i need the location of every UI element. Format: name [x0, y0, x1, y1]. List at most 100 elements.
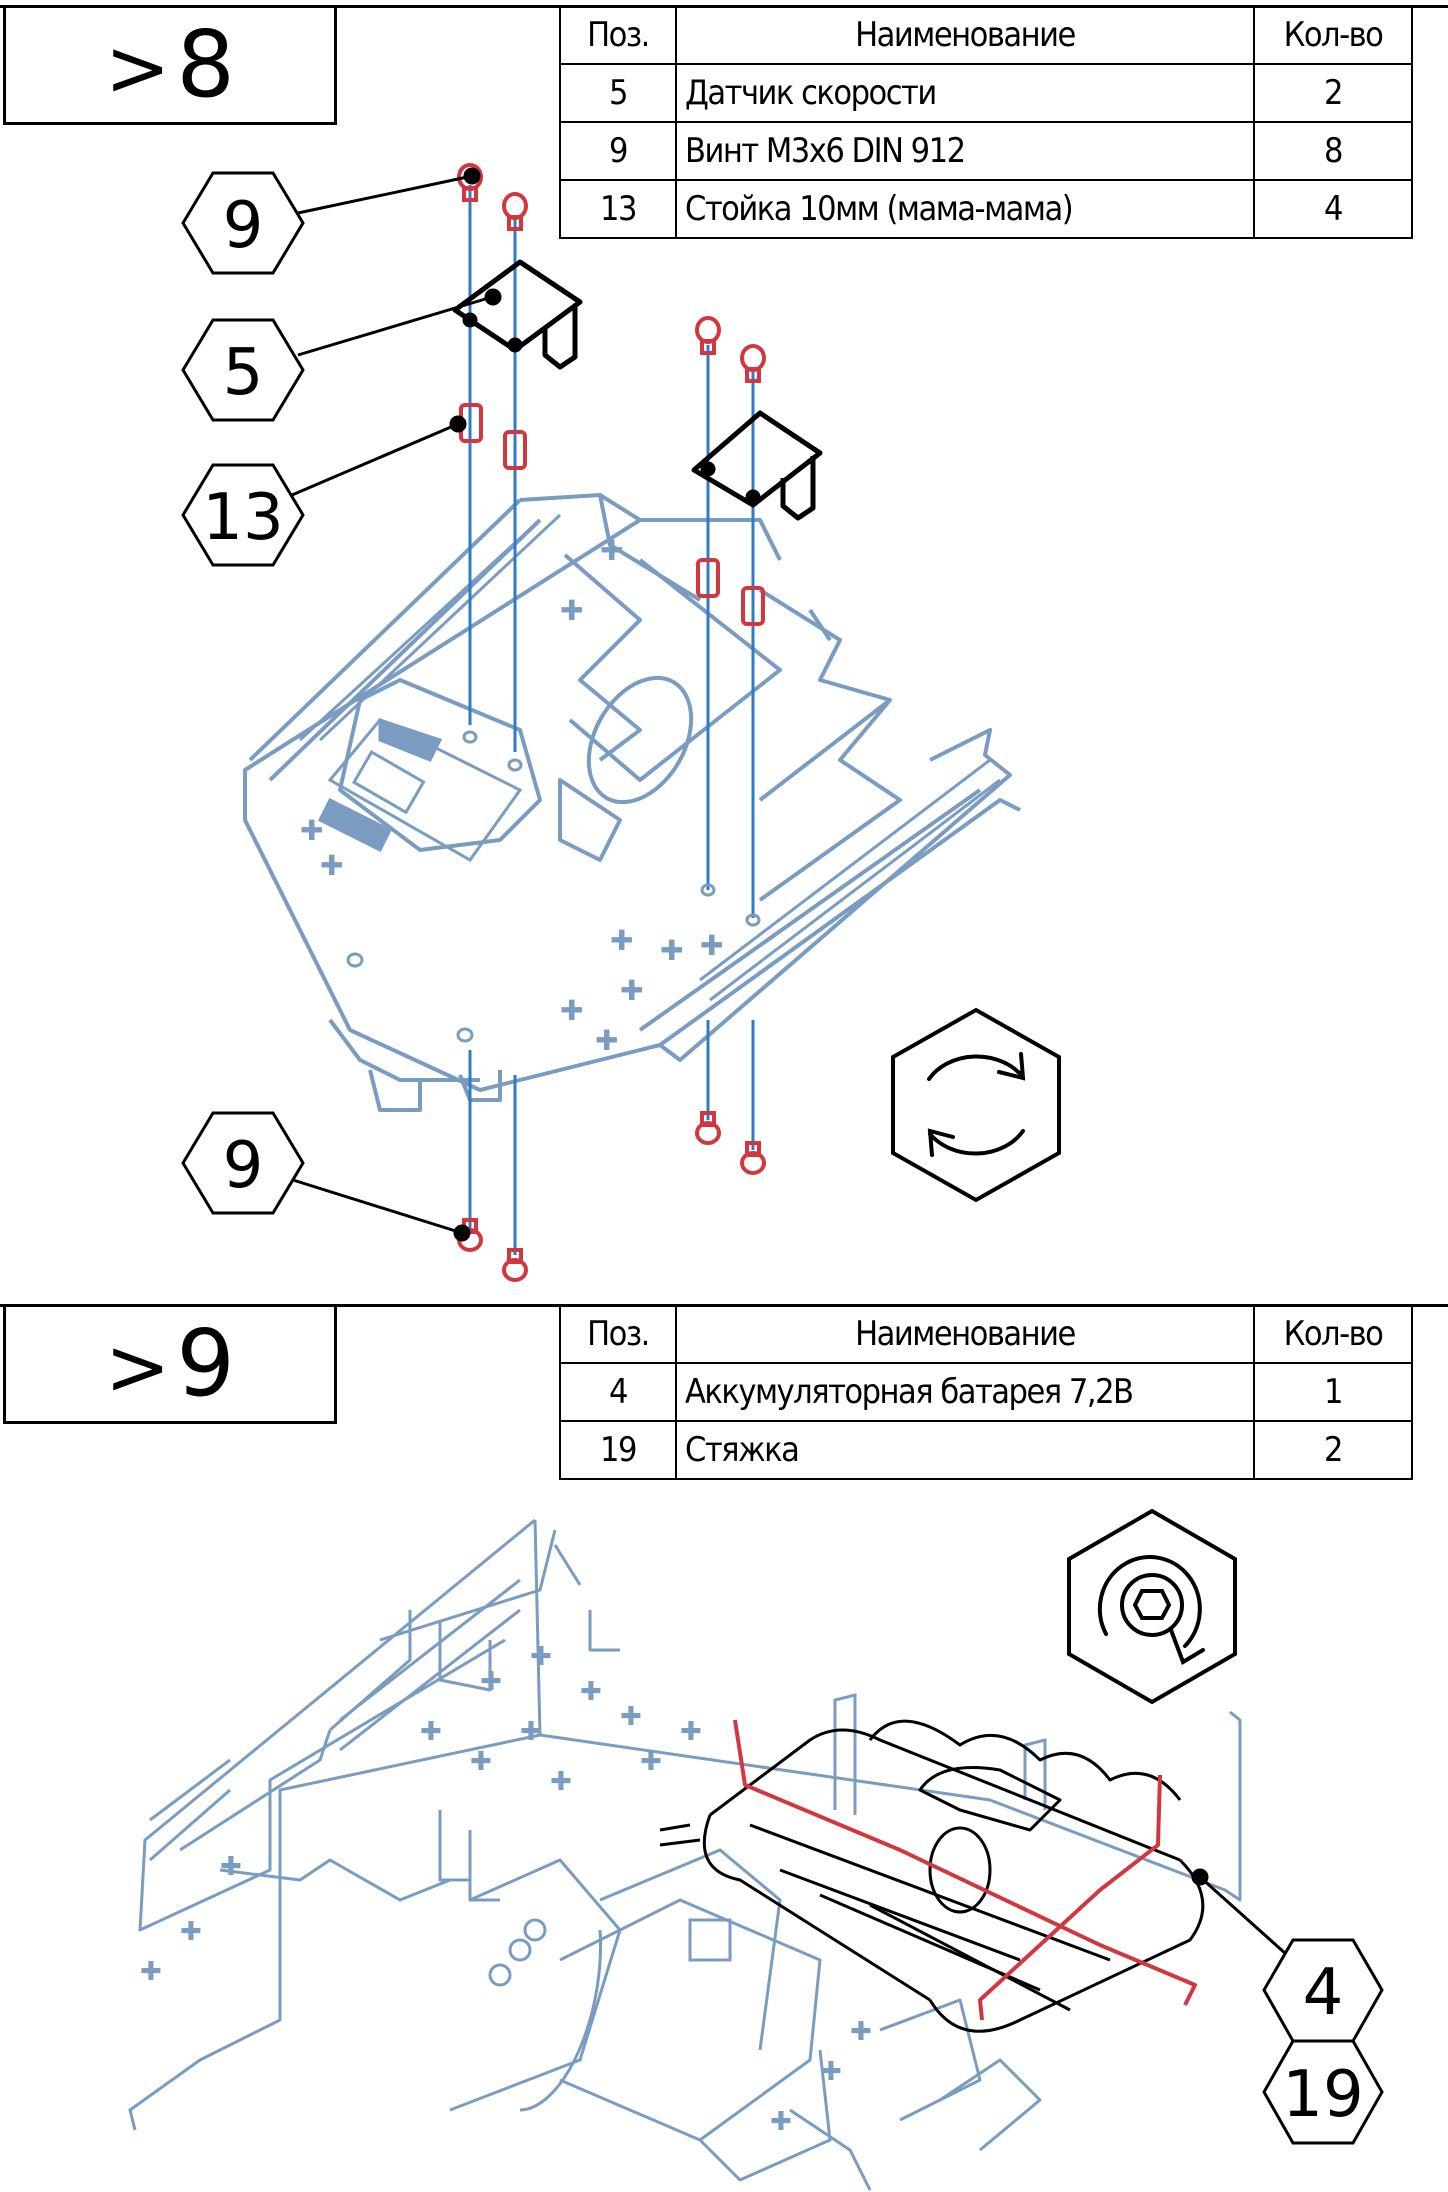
- screw-icon: [740, 1141, 766, 1175]
- screw-icon: [502, 1248, 528, 1282]
- svg-text:✚: ✚: [320, 849, 343, 882]
- step-number-prefix: >: [105, 24, 171, 114]
- callout-leaders: [1191, 1868, 1288, 1956]
- svg-text:✚: ✚: [820, 2057, 842, 2087]
- row-name: Винт М3х6 DIN 912: [675, 121, 1255, 181]
- header-name: Наименование: [675, 1304, 1255, 1364]
- screw-icon: [740, 344, 766, 383]
- svg-text:✚: ✚: [550, 1767, 572, 1797]
- table-header-row: Поз. Наименование Кол-во: [559, 5, 1413, 65]
- svg-text:✚: ✚: [140, 1957, 162, 1987]
- svg-text:✚: ✚: [620, 1702, 642, 1732]
- svg-text:✚: ✚: [640, 1747, 662, 1777]
- standoff-icon: [503, 430, 527, 470]
- header-qty: Кол-во: [1253, 5, 1413, 65]
- battery-pack: [659, 1719, 1205, 2033]
- svg-text:✚: ✚: [770, 2107, 792, 2137]
- row-name: Датчик скорости: [675, 63, 1255, 123]
- callout-position-4: 4: [1262, 1938, 1384, 2043]
- callout-position-9: 9: [181, 171, 305, 275]
- svg-text:✚: ✚: [580, 1677, 602, 1707]
- cable-tie: [733, 1719, 1197, 2021]
- callout-position-5: 5: [181, 318, 305, 422]
- table-row: 5 Датчик скорости 2: [559, 63, 1413, 123]
- header-name: Наименование: [675, 5, 1255, 65]
- callout-position-9: 9: [181, 1111, 305, 1215]
- row-qty: 2: [1253, 1420, 1413, 1480]
- row-pos: 4: [559, 1362, 677, 1422]
- table-row: 9 Винт М3х6 DIN 912 8: [559, 121, 1413, 181]
- row-pos: 9: [559, 121, 677, 181]
- svg-text:✚: ✚: [300, 814, 323, 847]
- row-qty: 2: [1253, 63, 1413, 123]
- row-qty: 8: [1253, 121, 1413, 181]
- svg-text:✚: ✚: [700, 929, 723, 962]
- table-row: 4 Аккумуляторная батарея 7,2В 1: [559, 1362, 1413, 1422]
- chassis-illustration: [128, 1518, 1242, 2191]
- screw-icon: [502, 192, 528, 231]
- svg-text:✚: ✚: [520, 1717, 542, 1747]
- row-pos: 13: [559, 179, 677, 239]
- svg-text:✚: ✚: [560, 594, 583, 627]
- row-qty: 1: [1253, 1362, 1413, 1422]
- table-header-row: Поз. Наименование Кол-во: [559, 1304, 1413, 1364]
- row-pos: 5: [559, 63, 677, 123]
- mount-holes: [346, 730, 761, 1043]
- servo-motor: [488, 1848, 782, 2051]
- standoff-posts: [833, 1693, 1047, 1815]
- chassis-cross-holes: ✚ ✚ ✚ ✚ ✚ ✚ ✚ ✚ ✚ ✚ ✚ ✚ ✚ ✚ ✚ ✚: [140, 1642, 872, 2137]
- svg-text:✚: ✚: [480, 1667, 502, 1697]
- row-name: Стяжка: [675, 1420, 1255, 1480]
- controller-board: [317, 717, 523, 862]
- svg-text:✚: ✚: [420, 1717, 442, 1747]
- step-number: 8: [176, 11, 235, 118]
- step-8-assembly-drawing: ✚ ✚ ✚ ✚ ✚ ✚ ✚ ✚ ✚ ✚: [181, 163, 1061, 1282]
- hex-screw-rotate-icon: [1067, 1508, 1237, 1705]
- speed-sensor: [452, 259, 583, 370]
- step-8-number-box: > 8: [3, 5, 337, 125]
- step-number: 9: [176, 1310, 235, 1417]
- svg-text:✚: ✚: [680, 1717, 702, 1747]
- callout-position-13: 13: [181, 463, 305, 567]
- callout-label: 5: [223, 336, 264, 410]
- rotate-flip-icon: [891, 1007, 1061, 1203]
- header-pos: Поз.: [559, 1304, 677, 1364]
- table-row: 13 Стойка 10мм (мама-мама) 4: [559, 179, 1413, 239]
- svg-text:✚: ✚: [530, 1642, 552, 1672]
- step-9-number-box: > 9: [3, 1304, 337, 1424]
- speed-sensor: [691, 410, 823, 521]
- table-row: 19 Стяжка 2: [559, 1420, 1413, 1480]
- callout-leaders: [291, 167, 502, 1242]
- header-qty: Кол-во: [1253, 1304, 1413, 1364]
- callout-label: 9: [223, 1129, 264, 1203]
- svg-text:✚: ✚: [595, 1024, 618, 1057]
- svg-text:✚: ✚: [560, 994, 583, 1027]
- screw-icon: [457, 163, 483, 202]
- svg-text:✚: ✚: [470, 1747, 492, 1777]
- screw-icon: [695, 316, 721, 355]
- callout-label: 9: [223, 189, 264, 263]
- screw-icon: [695, 1111, 721, 1145]
- standoff-icon: [741, 586, 765, 626]
- svg-text:✚: ✚: [850, 2017, 872, 2047]
- svg-text:✚: ✚: [180, 1917, 202, 1947]
- svg-text:✚: ✚: [220, 1852, 242, 1882]
- row-qty: 4: [1253, 179, 1413, 239]
- chassis-cross-holes: ✚ ✚ ✚ ✚ ✚ ✚ ✚ ✚ ✚ ✚: [300, 534, 723, 1057]
- standoff-icon: [696, 558, 720, 598]
- chassis-slots: [149, 1578, 521, 1862]
- row-name: Аккумуляторная батарея 7,2В: [675, 1362, 1255, 1422]
- callout-label: 19: [1282, 2058, 1363, 2132]
- svg-text:✚: ✚: [660, 934, 683, 967]
- svg-text:✚: ✚: [610, 924, 633, 957]
- callout-label: 13: [202, 481, 283, 555]
- callout-label: 4: [1303, 1956, 1344, 2030]
- callout-position-19: 19: [1262, 2039, 1384, 2145]
- svg-text:✚: ✚: [600, 534, 623, 567]
- row-pos: 19: [559, 1420, 677, 1480]
- chassis-slots: [298, 513, 1001, 1002]
- row-name: Стойка 10мм (мама-мама): [675, 179, 1255, 239]
- step-number-prefix: >: [105, 1323, 171, 1413]
- header-pos: Поз.: [559, 5, 677, 65]
- step-9-parts-table: Поз. Наименование Кол-во 4 Аккумуляторна…: [559, 1304, 1413, 1480]
